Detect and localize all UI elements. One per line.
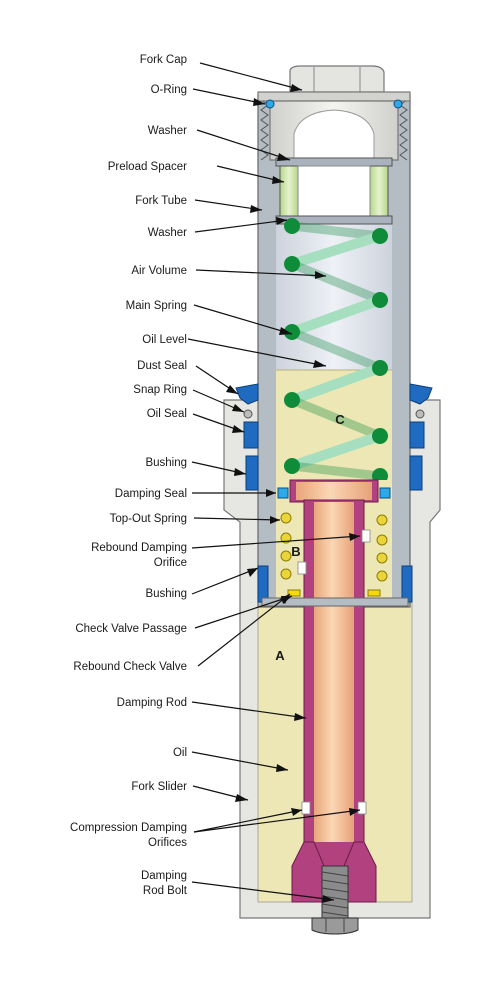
main-spring (284, 218, 388, 484)
damping-rod-piston-highlight (296, 482, 372, 500)
tube-threads-left (260, 99, 269, 161)
label-fork-slider: Fork Slider (131, 781, 187, 793)
label-compression-damping-orifices-1: Compression Damping (70, 822, 187, 834)
label-snap-ring: Snap Ring (133, 384, 187, 396)
snap-ring-right (415, 409, 425, 419)
o-ring-left (265, 99, 275, 109)
bushing-lower-left (257, 565, 269, 603)
washer-bottom (275, 215, 393, 225)
label-main-spring: Main Spring (126, 300, 187, 312)
label-top-out-spring: Top-Out Spring (110, 513, 187, 525)
preload-spacer-core (297, 165, 371, 219)
bushing-upper-left (245, 455, 259, 491)
label-rebound-damping-orifice-2: Orifice (154, 557, 187, 569)
label-washer-top: Washer (148, 125, 187, 137)
damping-rod-bore (314, 502, 354, 842)
rebound-check-valve-right (367, 589, 381, 597)
label-preload-spacer: Preload Spacer (108, 161, 187, 173)
label-rebound-check-valve: Rebound Check Valve (73, 661, 187, 673)
damping-seal-left (277, 487, 289, 499)
label-fork-cap: Fork Cap (140, 54, 187, 66)
chamber-b-letter: B (291, 544, 300, 559)
label-o-ring: O-Ring (151, 84, 187, 96)
dust-seal-right (409, 383, 433, 405)
label-check-valve-passage: Check Valve Passage (75, 623, 187, 635)
callout-labels: Fork Cap O-Ring Washer Preload Spacer Fo… (70, 54, 188, 897)
washer-top (275, 157, 393, 167)
snap-ring-left (243, 409, 253, 419)
label-compression-damping-orifices-2: Orifices (148, 837, 187, 849)
rebound-damping-orifice-right (361, 529, 371, 543)
label-oil-level: Oil Level (142, 334, 187, 346)
label-rebound-damping-orifice-1: Rebound Damping (91, 542, 187, 554)
bushing-upper-right (409, 455, 423, 491)
fork-cap-dome (293, 109, 375, 161)
fork-cap-flange (257, 91, 411, 102)
label-damping-rod-bolt-2: Rod Bolt (143, 885, 188, 897)
label-damping-rod: Damping Rod (117, 697, 187, 709)
label-fork-tube: Fork Tube (135, 195, 187, 207)
compression-orifice-left (301, 801, 311, 815)
o-ring-right (393, 99, 403, 109)
chamber-c-letter: C (335, 412, 345, 427)
leader-lines (187, 62, 361, 903)
label-oil: Oil (173, 747, 187, 759)
label-damping-seal: Damping Seal (115, 488, 187, 500)
damping-rod-bolt-head (311, 917, 359, 935)
damping-seal-right (379, 487, 391, 499)
check-valve-body (261, 597, 409, 607)
label-air-volume: Air Volume (131, 265, 187, 277)
label-bushing-upper: Bushing (145, 457, 187, 469)
preload-spacer-left (279, 165, 299, 219)
dust-seal-left (235, 383, 259, 405)
compression-orifice-right (357, 801, 367, 815)
rebound-damping-orifice-left (297, 561, 307, 575)
label-dust-seal: Dust Seal (137, 360, 187, 372)
preload-spacer-right (369, 165, 389, 219)
oil-seal-right (409, 421, 425, 449)
tube-threads-right (399, 99, 408, 161)
label-damping-rod-bolt-1: Damping (141, 870, 187, 882)
chamber-a-letter: A (275, 648, 285, 663)
oil-seal-left (243, 421, 259, 449)
bushing-lower-right (401, 565, 413, 603)
rebound-check-valve-left (287, 589, 301, 597)
top-out-spring (280, 512, 388, 582)
label-oil-seal: Oil Seal (147, 408, 187, 420)
fork-cap-nut (289, 65, 385, 93)
label-bushing-lower: Bushing (145, 588, 187, 600)
bolt-thread-marks (321, 871, 349, 917)
label-washer-bottom: Washer (148, 227, 187, 239)
